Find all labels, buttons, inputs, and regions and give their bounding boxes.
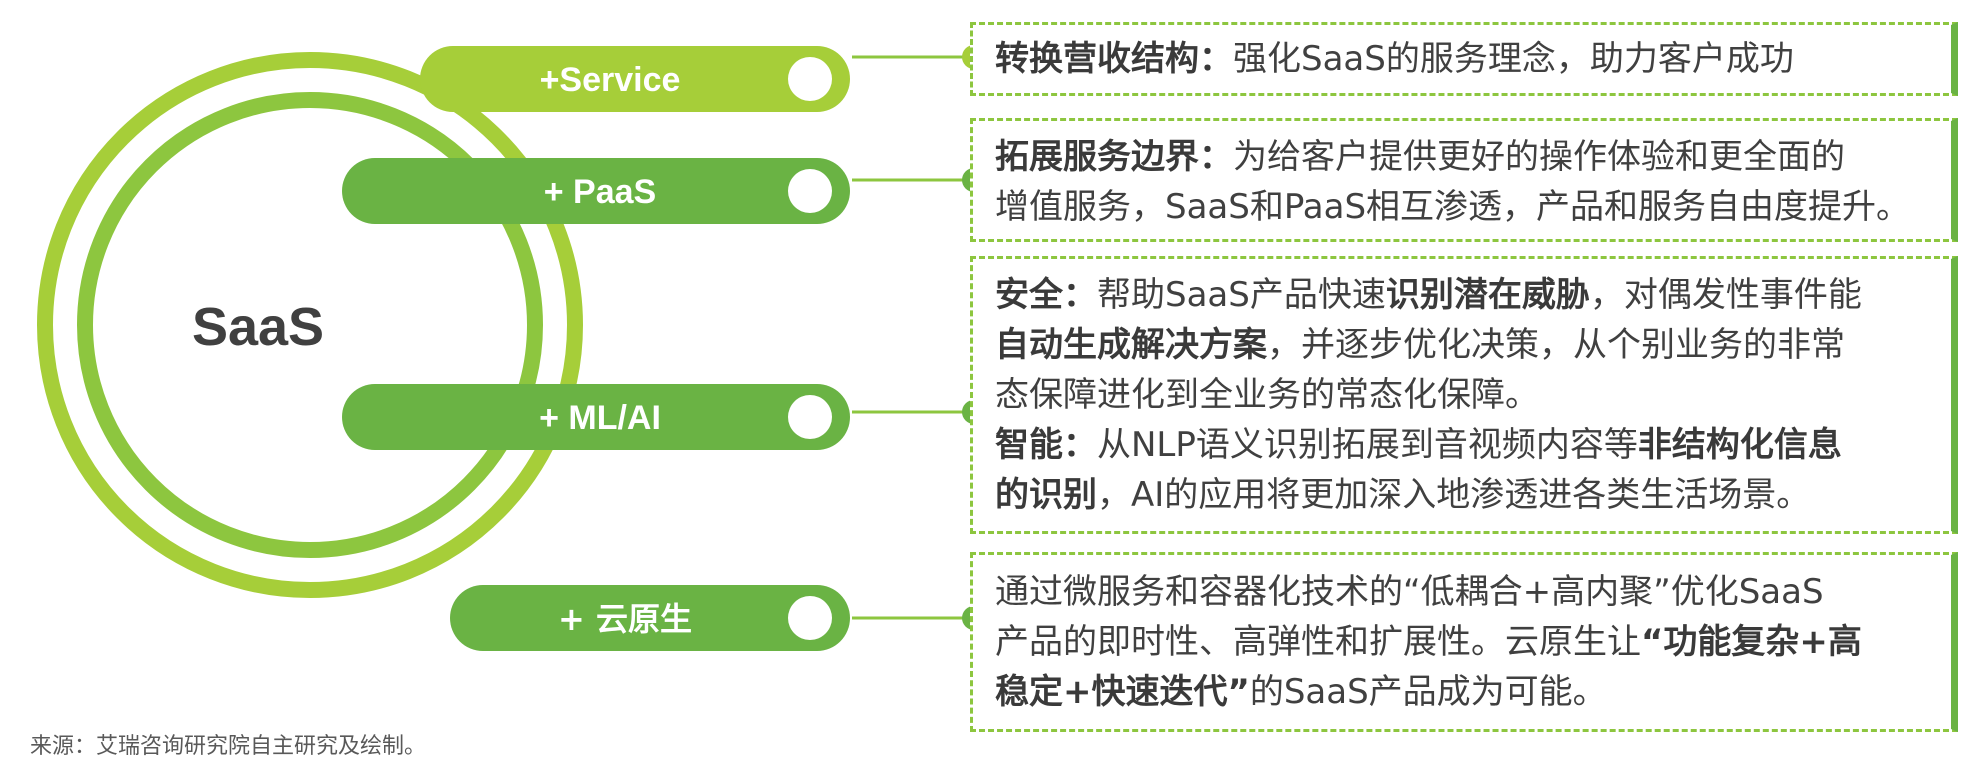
- cloud-line-1: 通过微服务和容器化技术的“低耦合+高内聚”优化SaaS: [995, 567, 1933, 617]
- mlai-description-box: 安全：帮助SaaS产品快速识别潜在威胁，对偶发性事件能 自动生成解决方案，并逐步…: [970, 256, 1958, 534]
- connectors: [852, 55, 974, 620]
- cloud-text-2: 产品的即时性、高弹性和扩展性。云原生让: [995, 622, 1641, 662]
- pill-mlai: + ML/AI: [342, 384, 850, 450]
- mlai-line-3: 态保障进化到全业务的常态化保障。: [995, 370, 1933, 420]
- service-title: 转换营收结构：: [995, 39, 1233, 79]
- cloud-line-3: 稳定+快速迭代”的SaaS产品成为可能。: [995, 667, 1933, 717]
- paas-text-2: 增值服务，SaaS和PaaS相互渗透，产品和服务自由度提升。: [995, 187, 1911, 227]
- pill-service-knob: [788, 57, 832, 101]
- paas-line-1: 拓展服务边界：为给客户提供更好的操作体验和更全面的: [995, 132, 1933, 182]
- pill-paas-knob: [788, 169, 832, 213]
- smart-bold-1: 非结构化信息: [1637, 425, 1842, 465]
- security-text-1: 帮助SaaS产品快速: [1097, 275, 1386, 315]
- smart-title: 智能：: [995, 425, 1097, 465]
- pill-paas: + PaaS: [342, 158, 850, 224]
- pill-cloud-knob: [788, 596, 832, 640]
- pill-cloud: + 云原生: [450, 585, 850, 651]
- service-text: 强化SaaS的服务理念，助力客户成功: [1233, 39, 1794, 79]
- service-line: 转换营收结构：强化SaaS的服务理念，助力客户成功: [995, 34, 1933, 84]
- security-text-3: ，并逐步优化决策，从个别业务的非常: [1267, 325, 1845, 365]
- service-description-box: 转换营收结构：强化SaaS的服务理念，助力客户成功: [970, 22, 1958, 96]
- cloud-bold-1: “功能复杂+高: [1641, 622, 1862, 662]
- mlai-line-5: 的识别，AI的应用将更加深入地渗透进各类生活场景。: [995, 470, 1933, 520]
- paas-description-box: 拓展服务边界：为给客户提供更好的操作体验和更全面的 增值服务，SaaS和PaaS…: [970, 118, 1958, 242]
- paas-line-2: 增值服务，SaaS和PaaS相互渗透，产品和服务自由度提升。: [995, 182, 1933, 232]
- cloud-native-description-box: 通过微服务和容器化技术的“低耦合+高内聚”优化SaaS 产品的即时性、高弹性和扩…: [970, 552, 1958, 732]
- security-bold-2: 自动生成解决方案: [995, 325, 1267, 365]
- security-text-4: 态保障进化到全业务的常态化保障。: [995, 375, 1539, 415]
- inner-ring: [77, 92, 543, 558]
- pill-service-label: +Service: [540, 61, 681, 99]
- cloud-bold-2: 稳定+快速迭代”: [995, 672, 1250, 712]
- mlai-line-1: 安全：帮助SaaS产品快速识别潜在威胁，对偶发性事件能: [995, 270, 1933, 320]
- pill-mlai-knob: [788, 395, 832, 439]
- paas-title: 拓展服务边界：: [995, 137, 1233, 177]
- paas-text-1: 为给客户提供更好的操作体验和更全面的: [1233, 137, 1845, 177]
- cloud-text-1: 通过微服务和容器化技术的“低耦合+高内聚”优化SaaS: [995, 572, 1824, 612]
- cloud-text-3: 的SaaS产品成为可能。: [1249, 672, 1607, 712]
- security-bold-1: 识别潜在威胁: [1385, 275, 1590, 315]
- outer-ring: [37, 52, 583, 598]
- security-text-2: ，对偶发性事件能: [1589, 275, 1862, 315]
- pill-service: +Service: [420, 46, 850, 112]
- smart-bold-2: 的识别: [995, 475, 1097, 515]
- smart-text-1: 从NLP语义识别拓展到音视频内容等: [1097, 425, 1638, 465]
- source-note: 来源：艾瑞咨询研究院自主研究及绘制。: [30, 734, 427, 759]
- center-label: SaaS: [192, 297, 324, 357]
- mlai-line-4: 智能：从NLP语义识别拓展到音视频内容等非结构化信息: [995, 420, 1933, 470]
- smart-text-2: ，AI的应用将更加深入地渗透进各类生活场景。: [1097, 475, 1811, 515]
- cloud-line-2: 产品的即时性、高弹性和扩展性。云原生让“功能复杂+高: [995, 617, 1933, 667]
- pill-cloud-label: + 云原生: [558, 600, 692, 638]
- security-title: 安全：: [995, 275, 1097, 315]
- mlai-line-2: 自动生成解决方案，并逐步优化决策，从个别业务的非常: [995, 320, 1933, 370]
- pill-paas-label: + PaaS: [544, 173, 656, 211]
- pill-mlai-label: + ML/AI: [539, 399, 661, 437]
